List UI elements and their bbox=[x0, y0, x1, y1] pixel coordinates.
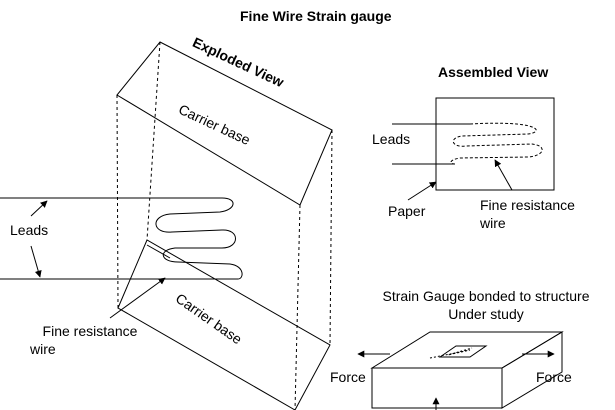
block-side-face bbox=[501, 331, 563, 409]
assembled-fine-wire-line1: Fine resistance bbox=[480, 197, 575, 213]
block-front-face bbox=[371, 367, 503, 409]
assembled-wire-pointer bbox=[494, 159, 513, 191]
bonded-gauge-wire bbox=[429, 347, 473, 359]
block-top-face bbox=[370, 331, 564, 369]
exploded-fine-wire-line2: wire bbox=[30, 341, 56, 357]
paper-pointer bbox=[407, 181, 437, 201]
diagram-title: Fine Wire Strain gauge bbox=[240, 8, 392, 24]
paper-label: Paper bbox=[388, 203, 426, 219]
assembled-leads-label: Leads bbox=[372, 131, 411, 147]
fine-wire-pointer bbox=[109, 277, 166, 319]
bonded-gauge-patch bbox=[438, 345, 488, 358]
assembled-fine-wire bbox=[450, 122, 543, 165]
assembled-view-heading: Assembled View bbox=[438, 64, 549, 80]
structure-block-group bbox=[357, 331, 564, 410]
leads-arrow-down bbox=[30, 245, 42, 278]
exploded-fine-wire-line1: Fine resistance bbox=[42, 323, 138, 339]
force-right-label: Force bbox=[536, 369, 572, 385]
leads-arrow-up bbox=[30, 200, 48, 217]
fine-wire-pointer-2 bbox=[146, 244, 171, 259]
exploded-leads-label: Leads bbox=[10, 222, 49, 238]
projection-lines bbox=[116, 41, 333, 410]
fine-wire-serpentine bbox=[155, 197, 243, 280]
bonded-caption-line2: Under study bbox=[448, 306, 524, 322]
exploded-view-group bbox=[0, 41, 333, 410]
force-left-label: Force bbox=[330, 369, 366, 385]
exploded-fine-wire-label: Fine resistance bbox=[30, 323, 150, 339]
bonded-caption-line1: Strain Gauge bonded to structure bbox=[382, 288, 590, 304]
assembled-view-group bbox=[392, 97, 555, 201]
assembled-fine-wire-line2: wire bbox=[480, 215, 506, 231]
carrier-base-bottom-sheet bbox=[117, 239, 331, 410]
paper-sheet bbox=[435, 97, 555, 191]
